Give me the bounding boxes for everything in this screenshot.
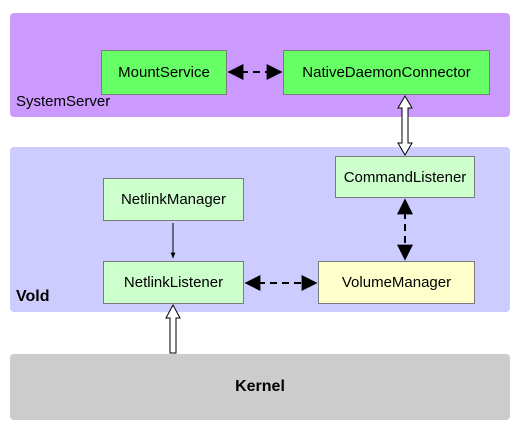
vold-layer-label: Vold [16,288,50,305]
systemserver-layer-label: SystemServer [16,93,111,110]
netlinklistener-box[interactable]: NetlinkListener [103,261,244,304]
arrow-kernel-netlinklistener [165,303,181,354]
commandlistener-box[interactable]: CommandListener [335,156,475,198]
kernel-layer: Kernel [10,354,510,420]
mountservice-box[interactable]: MountService [101,50,227,95]
netlinkmanager-box[interactable]: NetlinkManager [103,178,244,221]
nativedaemonconnector-box[interactable]: NativeDaemonConnector [283,50,490,95]
kernel-layer-label: Kernel [235,378,285,395]
volumemanager-box[interactable]: VolumeManager [318,261,475,304]
arrow-nativedaemonconnector-commandlistener [397,95,413,156]
